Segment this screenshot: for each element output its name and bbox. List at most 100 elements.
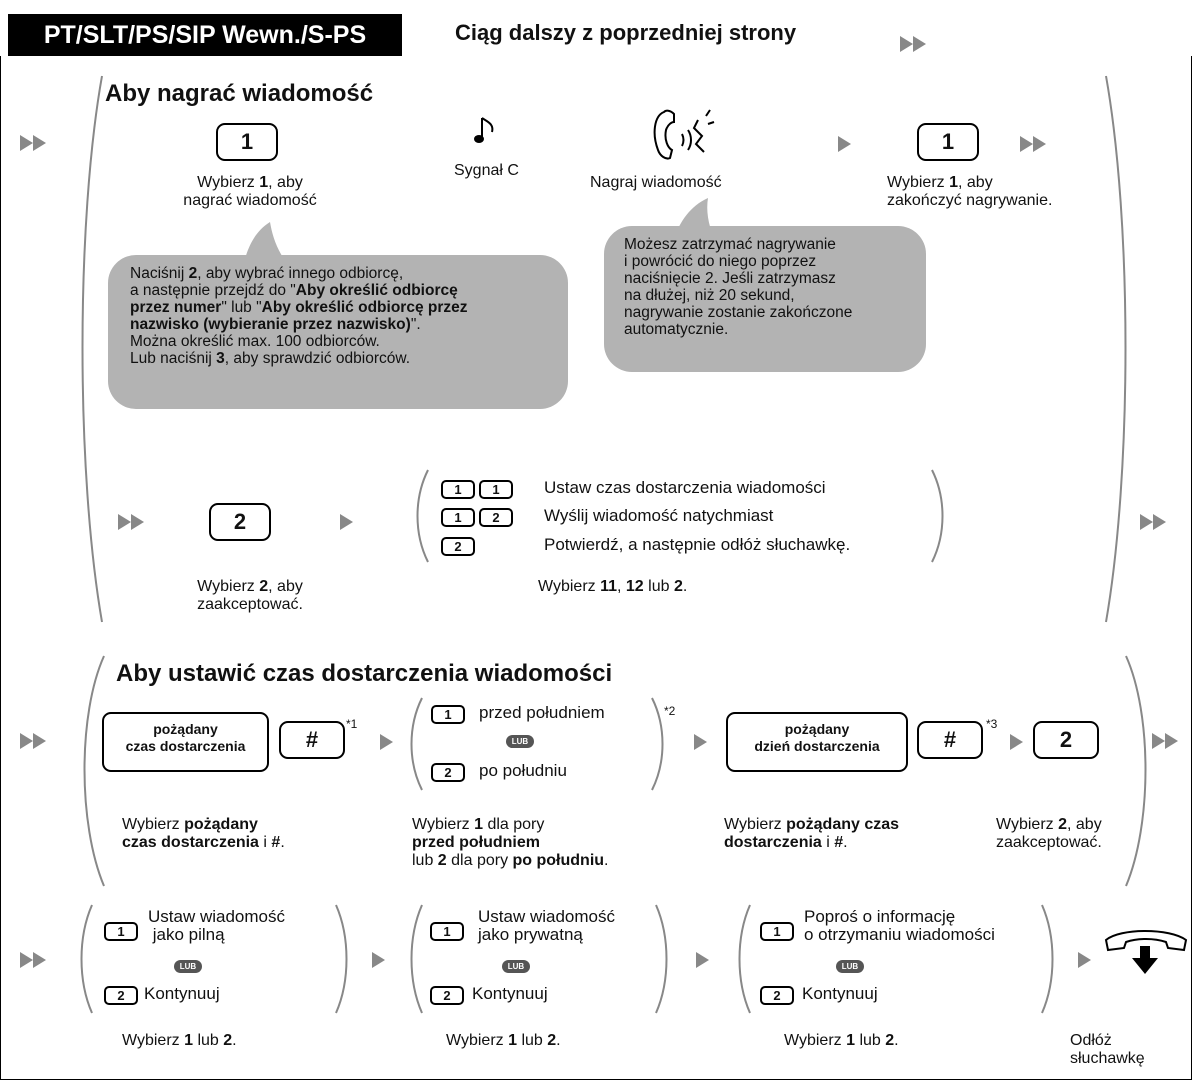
- receipt-label: Poproś o informację o otrzymaniu wiadomo…: [804, 908, 995, 944]
- hash-key-1[interactable]: #: [279, 721, 345, 759]
- key-1-record[interactable]: 1: [216, 123, 278, 161]
- c3-b1: pożądany czas: [786, 816, 900, 833]
- continued-label: Ciąg dalszy z poprzedniej strony: [455, 20, 796, 46]
- delivery-end-arrows-icon: [1152, 733, 1178, 754]
- key-2-accept[interactable]: 2: [209, 503, 271, 541]
- opt1-key-a[interactable]: 1: [441, 480, 475, 499]
- oc-b3: 2: [673, 578, 683, 595]
- opt1-key-b[interactable]: 1: [479, 480, 513, 499]
- end-bold: 1: [949, 174, 958, 191]
- c3-p1: Wybierz: [724, 816, 787, 833]
- key-2-delivery-accept[interactable]: 2: [1033, 721, 1099, 759]
- day-key-line1: pożądany: [784, 721, 850, 737]
- c1-p3: .: [280, 834, 285, 851]
- accept-bold: 2: [259, 578, 269, 595]
- private-continue: Kontynuuj: [472, 984, 548, 1003]
- delivery-left-paren-icon: [83, 655, 105, 887]
- receipt-key-1[interactable]: 1: [760, 922, 794, 941]
- uc-p2: lub: [193, 1032, 224, 1049]
- step1-bold: 1: [259, 174, 269, 191]
- c1-p2: i: [258, 834, 272, 851]
- hangup-line2: słuchawkę: [1070, 1050, 1145, 1067]
- urgent-key-1[interactable]: 1: [104, 922, 138, 941]
- nl-b4: Aby określić odbiorcę przez: [261, 299, 468, 316]
- c3-b2: dostarczenia: [724, 834, 822, 851]
- c4-b1: 2: [1058, 816, 1067, 833]
- tone-label: Sygnał C: [454, 162, 519, 179]
- nr-l2: i powrócić do niego poprzez: [624, 253, 817, 270]
- opt3-key[interactable]: 2: [441, 537, 475, 556]
- delivery-cap1: Wybierz pożądany czas dostarczenia i #.: [122, 816, 285, 852]
- arrow-icon: [1078, 952, 1091, 968]
- opt2-key-a[interactable]: 1: [441, 508, 475, 527]
- urgent-label-b: jako pilną: [152, 925, 225, 944]
- arrow-icon: [838, 136, 851, 152]
- pc-p2: lub: [517, 1032, 548, 1049]
- note-1: *1: [346, 717, 358, 731]
- ampm-left-paren-icon: [410, 697, 423, 791]
- next-arrows-icon: [1020, 136, 1046, 157]
- nr-l1: Możesz zatrzymać nagrywanie: [624, 236, 836, 253]
- end-pre: Wybierz: [887, 174, 950, 191]
- uc-b1: 1: [184, 1032, 193, 1049]
- or-badge: LUB: [502, 960, 530, 973]
- record-title: Aby nagrać wiadomość: [105, 80, 374, 107]
- private-key-2[interactable]: 2: [430, 986, 464, 1005]
- urgent-key-2[interactable]: 2: [104, 986, 138, 1005]
- nl-p8: , aby sprawdzić odbiorców.: [224, 350, 411, 367]
- opt2-label: Wyślij wiadomość natychmiast: [544, 506, 774, 525]
- nl-p4: " lub ": [221, 299, 262, 316]
- rc-p1: Wybierz: [784, 1032, 847, 1049]
- nl-b1: 2: [188, 265, 198, 282]
- or-badge: LUB: [506, 735, 534, 748]
- opt2-key-b[interactable]: 2: [479, 508, 513, 527]
- section-end-arrows-icon: [1140, 514, 1166, 535]
- pc-p1: Wybierz: [446, 1032, 509, 1049]
- nr-l3: naciśnięcie 2. Jeśli zatrzymasz: [624, 270, 836, 287]
- options-arrows-icon: [20, 952, 46, 973]
- c3-p3: .: [843, 834, 848, 851]
- hangup-caption: Odłóż słuchawkę: [1070, 1032, 1145, 1068]
- rc-p3: .: [894, 1032, 899, 1049]
- key-1-end[interactable]: 1: [917, 123, 979, 161]
- arrow-icon: [696, 952, 709, 968]
- nl-p7: Lub naciśnij: [130, 350, 217, 367]
- continue-arrows-icon: [900, 36, 926, 57]
- receipt-label-a: Poproś o informację: [804, 907, 956, 926]
- nl-p2: , aby wybrać innego odbiorcę,: [197, 265, 404, 282]
- pm-key[interactable]: 2: [431, 763, 465, 782]
- delivery-cap4: Wybierz 2, aby zaakceptować.: [996, 816, 1102, 852]
- pc-p3: .: [556, 1032, 561, 1049]
- receipt-key-2[interactable]: 2: [760, 986, 794, 1005]
- am-key[interactable]: 1: [431, 705, 465, 724]
- step1-pre: Wybierz: [197, 174, 260, 191]
- uc-p1: Wybierz: [122, 1032, 185, 1049]
- uc-p3: .: [232, 1032, 237, 1049]
- nl-p5: ".: [410, 316, 421, 333]
- speak-label: Nagraj wiadomość: [590, 174, 722, 191]
- music-note-icon: [474, 117, 494, 143]
- c1-b3: #: [271, 834, 281, 851]
- opt1-label: Ustaw czas dostarczenia wiadomości: [544, 478, 826, 497]
- nl-p3: a następnie przejdź do ": [130, 282, 296, 299]
- pm-label: po południu: [479, 761, 567, 780]
- day-key-line2: dzień dostarczenia: [754, 738, 880, 754]
- options-right-paren-icon: [931, 469, 944, 563]
- rc-b2: 2: [885, 1032, 895, 1049]
- hash-key-2[interactable]: #: [917, 721, 983, 759]
- urgent-label-a: Ustaw wiadomość: [148, 907, 285, 926]
- oc-p4: .: [682, 578, 688, 595]
- desired-time-key[interactable]: pożądany czas dostarczenia: [102, 712, 269, 772]
- rc-b1: 1: [846, 1032, 855, 1049]
- end-caption: Wybierz 1, aby zakończyć nagrywanie.: [887, 174, 1052, 210]
- nr-l5: nagrywanie zostanie zakończone: [624, 304, 853, 321]
- desired-day-key[interactable]: pożądany dzień dostarczenia: [726, 712, 908, 772]
- c2-p2: dla pory: [483, 816, 545, 833]
- arrow-icon: [694, 734, 707, 750]
- oc-b2: 12: [625, 578, 644, 595]
- receipt-right-paren-icon: [1041, 904, 1054, 1014]
- private-key-1[interactable]: 1: [430, 922, 464, 941]
- delivery-cap3: Wybierz pożądany czas dostarczenia i #.: [724, 816, 899, 852]
- nl-p1: Naciśnij: [130, 265, 189, 282]
- nr-l4: na dłużej, niż 20 sekund,: [624, 287, 795, 304]
